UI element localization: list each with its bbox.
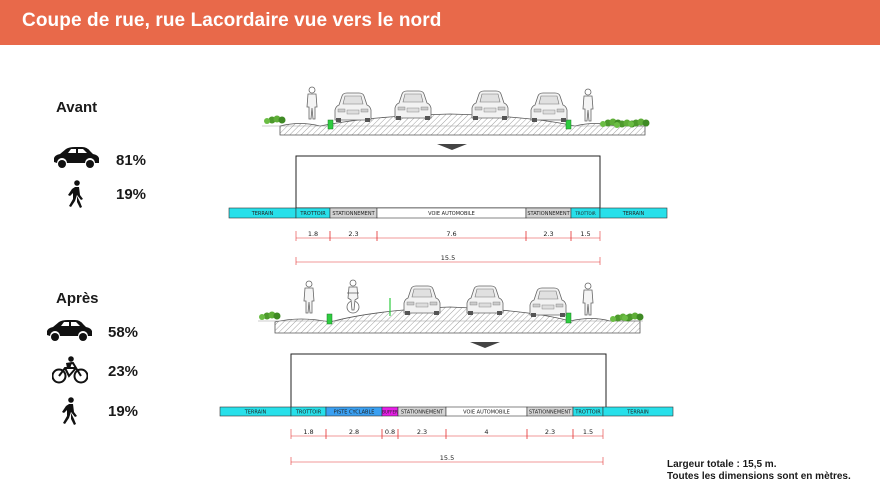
pedestrian-icon: [68, 180, 83, 208]
avant-segment-label: STATIONNEMENT: [332, 211, 375, 217]
avant-dimension-value: 1.8: [308, 230, 318, 238]
footnote-units: Toutes les dimensions sont en mètres.: [667, 471, 851, 482]
avant-dimension-lines: 1.8 2.3 7.6 2.3 1.5 15.5: [295, 230, 601, 265]
avant-dimension-value: 2.3: [348, 230, 358, 238]
apres-dimension-value: 0.8: [385, 428, 395, 436]
page-title: Coupe de rue, rue Lacordaire vue vers le…: [22, 10, 442, 31]
apres-dimension-value: 2.8: [349, 428, 359, 436]
apres-total-value: 15.5: [440, 454, 454, 462]
footnote: Largeur totale : 15,5 m. Toutes les dime…: [667, 459, 851, 483]
apres-segment-label: STATIONNEMENT: [529, 410, 572, 416]
avant-segment-label: TROTTOIR: [299, 211, 326, 217]
apres-segment-label: TERRAIN: [626, 410, 649, 416]
apres-street-elevation: [258, 279, 644, 348]
avant-segment-terrain: [599, 207, 668, 219]
apres-dimension-value: 2.3: [545, 428, 555, 436]
apres-pedestrian-share: 19%: [108, 403, 139, 420]
apres-section-frame: [290, 353, 607, 409]
apres-segment-label: BUFFER: [382, 410, 398, 415]
apres-dimension-value: 2.3: [417, 428, 427, 436]
bicycle-icon: [52, 356, 88, 384]
avant-label: Avant: [56, 99, 98, 116]
apres-segment-terrain: [602, 406, 674, 417]
apres-dimension-value: 1.5: [583, 428, 593, 436]
apres-segment-label: TROTTOIR: [574, 410, 601, 416]
apres-segment-label: TROTTOIR: [295, 410, 322, 416]
avant-lane-strip: TERRAIN TROTTOIR STATIONNEMENT VOIE AUTOMOB…: [228, 207, 668, 219]
avant-segment-label: TERRAIN: [251, 211, 274, 217]
avant-segment-label: VOIE AUTOMOBILE: [428, 211, 475, 217]
avant-segment-label: TROTTOIR: [574, 211, 596, 216]
apres-segment-label: VOIE AUTOMOBILE: [463, 410, 510, 416]
pedestrian-icon: [62, 397, 77, 425]
apres-dimension-value: 4: [484, 428, 488, 436]
avant-cross-section: TERRAIN TROTTOIR STATIONNEMENT VOIE AUTOMOB…: [228, 86, 668, 265]
apres-segment-label: STATIONNEMENT: [401, 410, 444, 416]
apres-dimension-value: 1.8: [303, 428, 313, 436]
avant-dimension-value: 2.3: [543, 230, 553, 238]
apres-segment-label: TERRAIN: [244, 410, 267, 416]
apres-bicycle-share: 23%: [108, 363, 139, 380]
avant-dimension-value: 7.6: [446, 230, 456, 238]
avant-section-frame: [295, 155, 601, 209]
avant-segment-label: STATIONNEMENT: [527, 211, 570, 217]
avant-car-share: 81%: [116, 152, 147, 169]
car-icon: [54, 147, 99, 168]
avant-pedestrian-share: 19%: [116, 186, 147, 203]
footnote-total-width: Largeur totale : 15,5 m.: [667, 459, 777, 470]
apres-label: Après: [56, 290, 99, 307]
title-banner: Coupe de rue, rue Lacordaire vue vers le…: [0, 0, 880, 45]
avant-segment-label: TERRAIN: [622, 211, 645, 217]
apres-car-share: 58%: [108, 324, 139, 341]
avant-dimension-value: 1.5: [580, 230, 590, 238]
apres-dimension-lines: 1.8 2.8 0.8 2.3 4 2.3 1.5 15.5: [290, 428, 604, 465]
avant-street-elevation: [262, 86, 650, 150]
apres-segment-label: PISTE CYCLABLE: [334, 410, 375, 416]
car-icon: [47, 320, 92, 341]
avant-total-value: 15.5: [441, 254, 455, 262]
